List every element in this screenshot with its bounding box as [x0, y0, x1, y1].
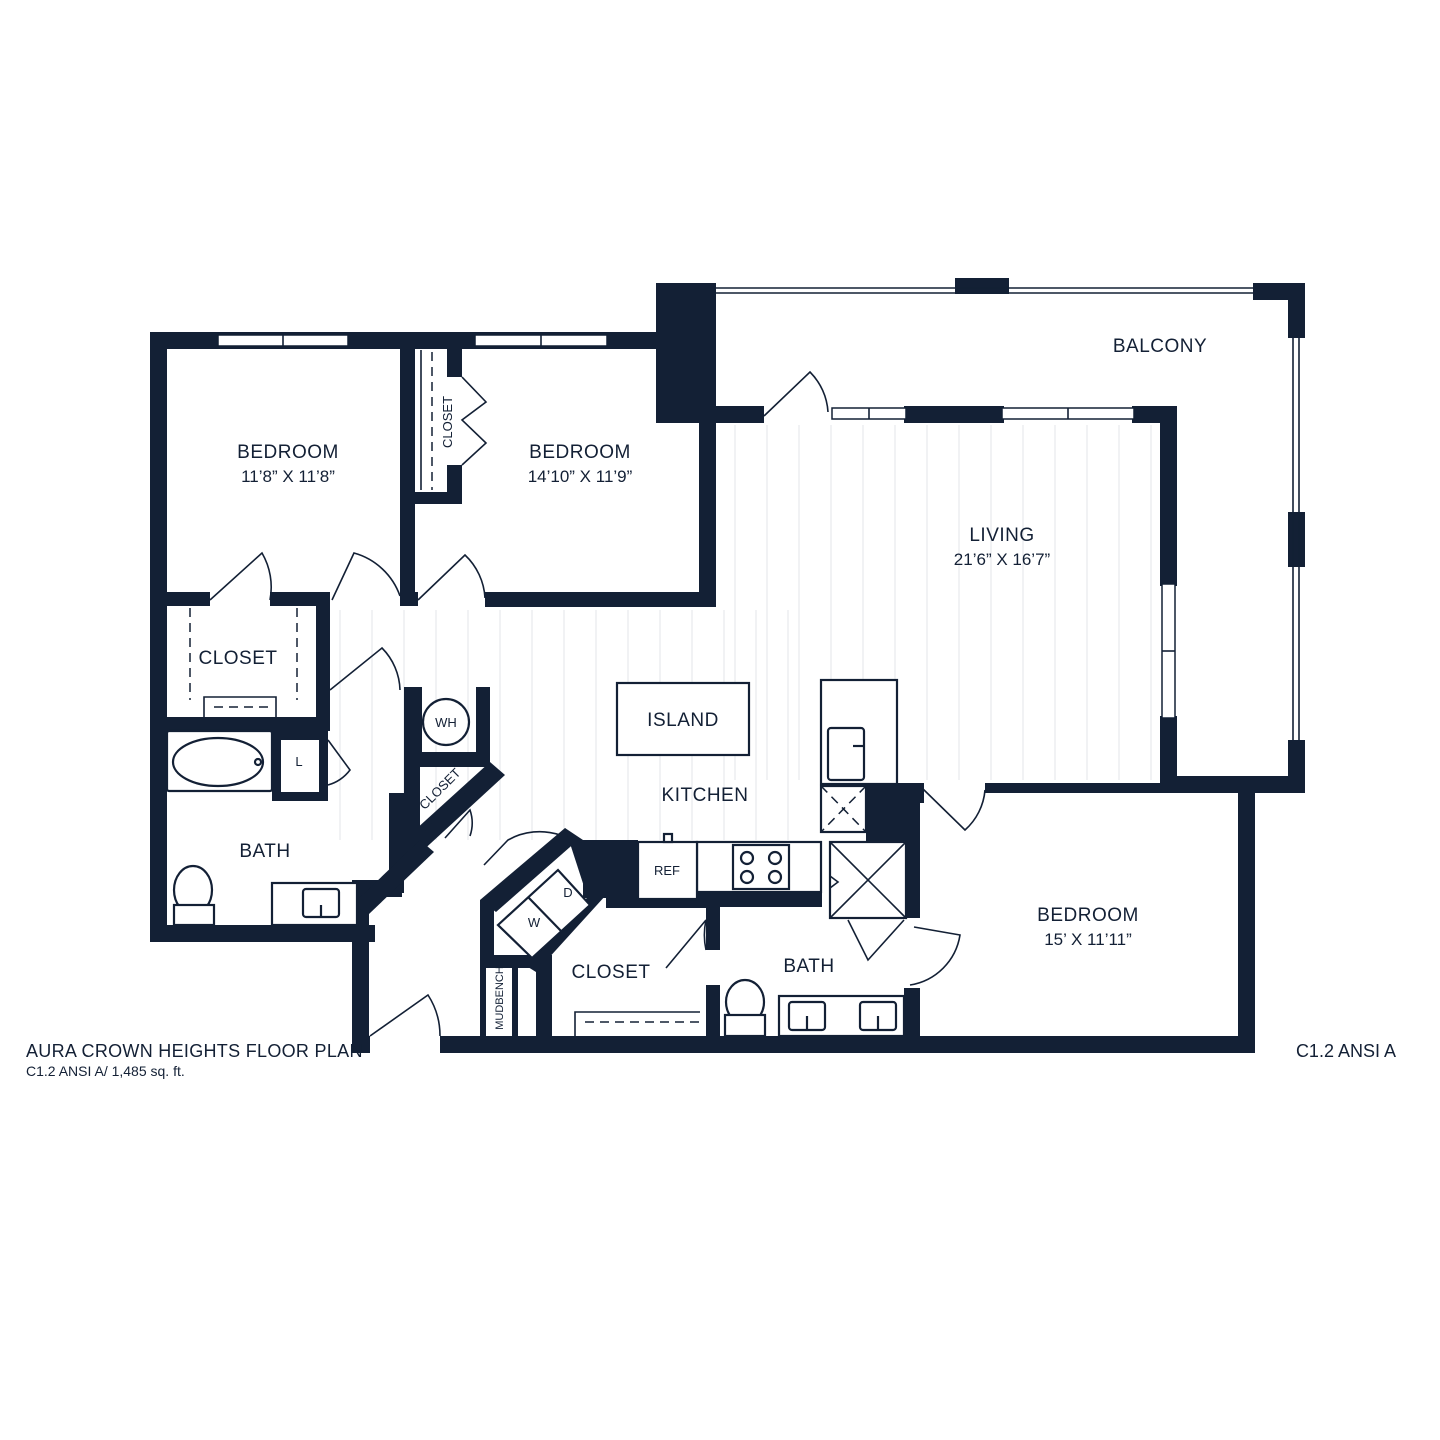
dryer-label: D [563, 885, 572, 900]
fixture-labels: WH L REF W D MUDBENCH [295, 715, 680, 1030]
bedroom-a-label: BEDROOM [237, 442, 339, 463]
water-heater-label: WH [435, 715, 457, 730]
footer-title: AURA CROWN HEIGHTS FLOOR PLAN [26, 1041, 363, 1061]
fixtures [165, 678, 908, 1038]
closet-main-label: CLOSET [198, 648, 277, 669]
closet-lower-label: CLOSET [571, 962, 650, 983]
footer-code: C1.2 ANSI A [1295, 1041, 1396, 1061]
bath-right-label: BATH [783, 956, 834, 977]
closet-details [189, 350, 700, 1036]
room-labels: BEDROOM 11’8” X 11’8” BEDROOM 14’10” X 1… [198, 336, 1207, 983]
kitchen-label: KITCHEN [662, 785, 749, 806]
bedroom-c-label: BEDROOM [1037, 905, 1139, 926]
bedroom-a-dims: 11’8” X 11’8” [241, 467, 335, 486]
windows [217, 287, 1300, 740]
bedroom-b-label: BEDROOM [529, 442, 631, 463]
bedroom-c-dims: 15’ X 11’11” [1044, 930, 1132, 949]
doors [209, 370, 986, 1037]
bedroom-b-dims: 14’10” X 11’9” [528, 467, 633, 486]
bath-left-label: BATH [239, 841, 290, 862]
linen-label: L [295, 754, 302, 769]
closet-bed2-label: CLOSET [440, 396, 455, 448]
mudbench-label: MUDBENCH [494, 966, 506, 1030]
island-label: ISLAND [647, 710, 719, 731]
washer-label: W [528, 915, 541, 930]
balcony-label: BALCONY [1113, 336, 1207, 357]
living-dims: 21’6” X 16’7” [954, 550, 1051, 569]
living-label: LIVING [969, 525, 1034, 546]
refrigerator-label: REF [654, 863, 680, 878]
footer-subtitle: C1.2 ANSI A/ 1,485 sq. ft. [26, 1063, 185, 1079]
